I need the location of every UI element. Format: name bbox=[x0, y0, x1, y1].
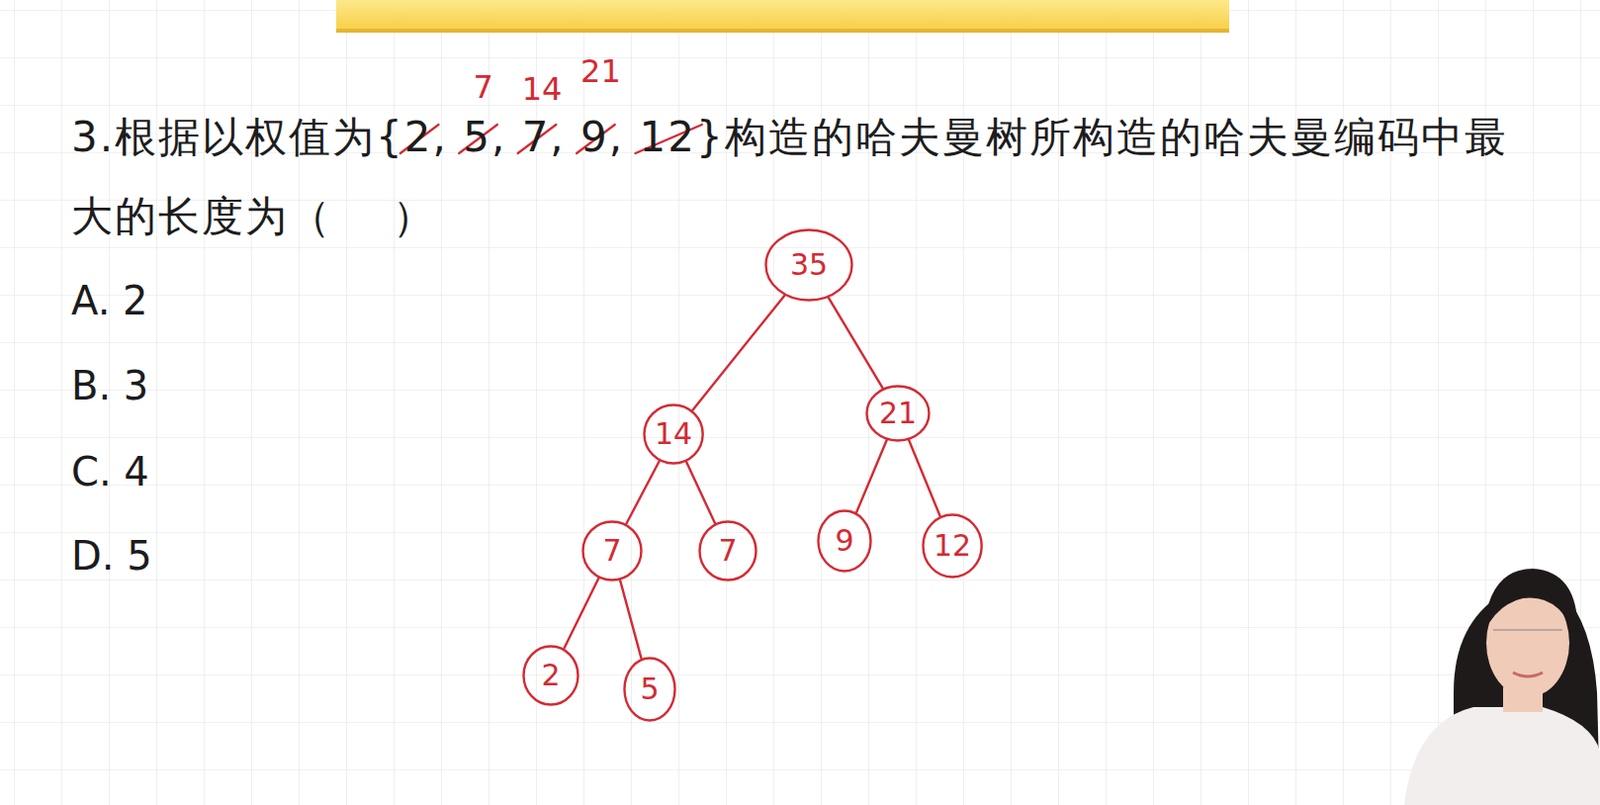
node-weight: 2 bbox=[540, 660, 560, 691]
title-banner bbox=[336, 0, 1230, 31]
question-text: 3.根据以权值为{2, 5, 7, 9, 12}构造的哈夫曼树所构造的哈夫曼编码… bbox=[71, 97, 1525, 257]
tree-node: 9 bbox=[816, 509, 873, 573]
node-weight: 7 bbox=[717, 535, 737, 566]
tree-branch bbox=[625, 460, 659, 524]
tree-branch bbox=[620, 580, 641, 659]
handwritten-sum: 21 bbox=[580, 53, 622, 89]
tree-node: 7 bbox=[581, 520, 643, 582]
node-weight: 9 bbox=[834, 526, 854, 556]
answer-option: B. 3 bbox=[71, 360, 269, 411]
tree-branch bbox=[692, 295, 785, 411]
node-weight: 5 bbox=[639, 674, 659, 705]
answer-option: C. 4 bbox=[71, 446, 269, 497]
tree-branch bbox=[908, 440, 940, 516]
tree-node: 35 bbox=[764, 228, 854, 302]
tree-branch bbox=[564, 578, 600, 649]
tree-node: 12 bbox=[921, 513, 983, 579]
node-weight: 35 bbox=[790, 250, 828, 280]
tree-node: 5 bbox=[622, 656, 677, 722]
tree-branch bbox=[686, 461, 715, 524]
handwritten-sum: 7 bbox=[472, 69, 493, 105]
node-weight: 14 bbox=[654, 419, 693, 449]
answer-option: D. 5 bbox=[71, 531, 269, 581]
banner-edge bbox=[336, 28, 1230, 33]
tree-node: 14 bbox=[642, 403, 705, 465]
answer-option: A. 2 bbox=[71, 275, 269, 326]
handwritten-sum: 14 bbox=[522, 71, 563, 107]
node-weight: 21 bbox=[879, 398, 917, 429]
node-weight: 12 bbox=[933, 531, 972, 561]
presenter-figure bbox=[1404, 568, 1600, 805]
tree-node: 21 bbox=[865, 384, 931, 443]
tree-branch bbox=[828, 297, 884, 388]
tree-node: 2 bbox=[522, 644, 580, 707]
tree-node: 7 bbox=[698, 520, 758, 582]
tree-branch bbox=[856, 440, 888, 513]
node-weight: 7 bbox=[602, 535, 622, 566]
